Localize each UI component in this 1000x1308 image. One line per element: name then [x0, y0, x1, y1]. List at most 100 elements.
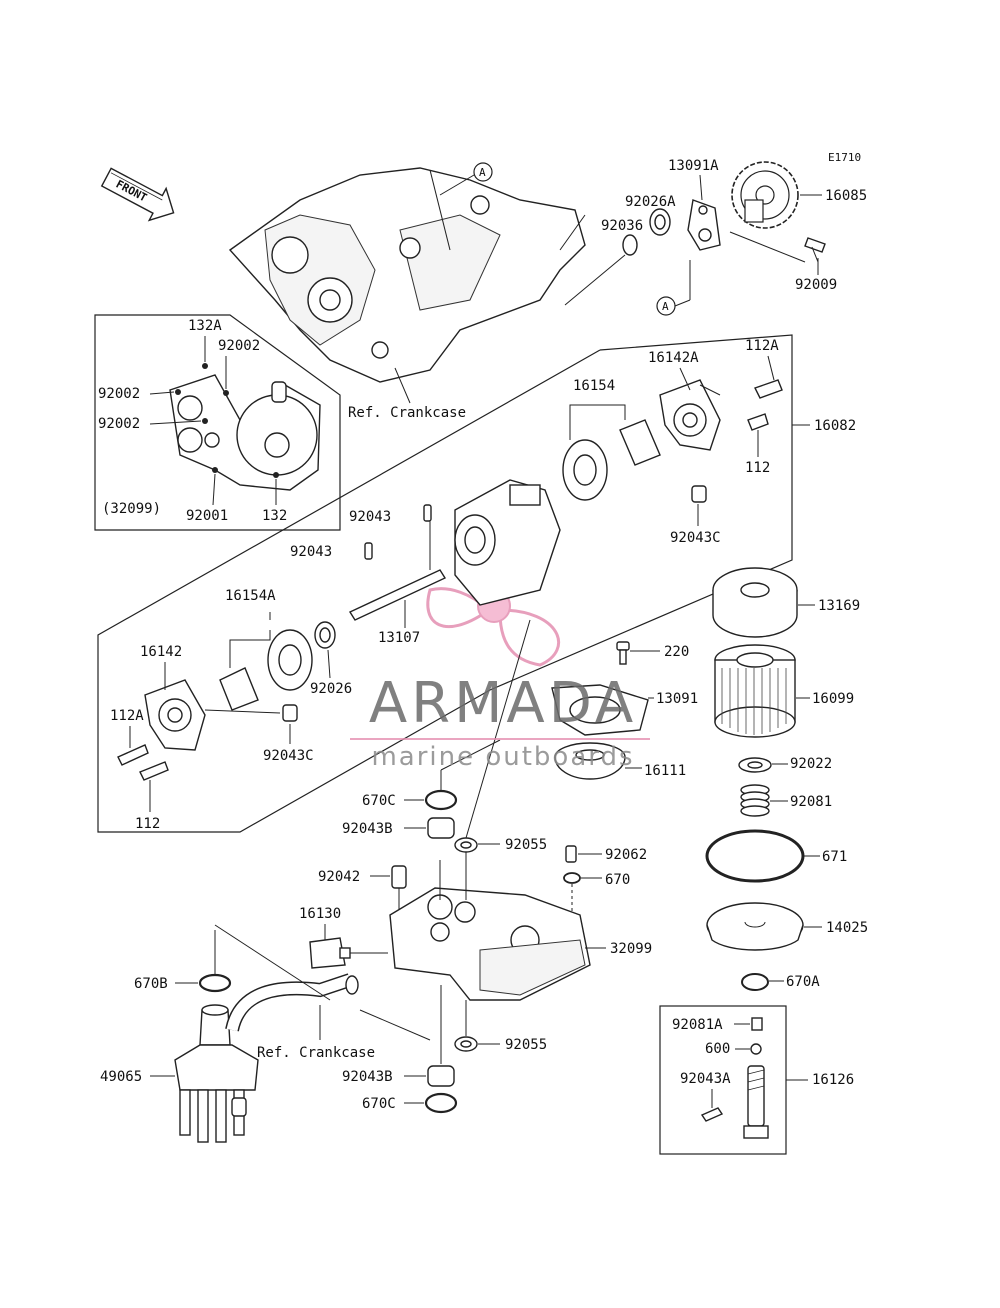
- part-label-112-left: 112: [135, 816, 160, 832]
- callout-a-top: A: [439, 162, 493, 196]
- rotor-16154a-drawing: [219, 629, 313, 711]
- part-label-92043B-top: 92043B: [342, 821, 393, 837]
- plate-13091a-drawing: [687, 199, 721, 251]
- cover-32099-inset-drawing: [169, 363, 321, 491]
- collar-92043b-bot-drawing: [427, 1065, 455, 1087]
- cover-14025-drawing: [706, 902, 804, 951]
- strainer-49065-drawing: [174, 1004, 259, 1143]
- o-ring-670c-top-drawing: [424, 789, 458, 811]
- pipe-drawing: [225, 973, 359, 1032]
- o-ring-670b-drawing: [198, 973, 232, 993]
- part-label-16142A: 16142A: [648, 350, 699, 366]
- part-label-13107: 13107: [378, 630, 420, 646]
- part-label-670C-bot: 670C: [362, 1096, 396, 1112]
- part-label-16082: 16082: [814, 418, 856, 434]
- part-label-92002-c: 92002: [98, 416, 140, 432]
- part-label-92022: 92022: [790, 756, 832, 772]
- part-label-112-top: 112: [745, 460, 770, 476]
- circlip-92036-drawing: [622, 234, 638, 256]
- washer-92026a-drawing: [649, 208, 671, 236]
- part-label-92002-a: 92002: [218, 338, 260, 354]
- part-label-670C-top: 670C: [362, 793, 396, 809]
- front-arrow-icon: FRONT: [100, 167, 175, 222]
- inset-assembly-label: (32099): [102, 501, 161, 517]
- part-label-49065: 49065: [100, 1069, 142, 1085]
- part-label-92026A: 92026A: [625, 194, 676, 210]
- part-label-132A: 132A: [188, 318, 222, 334]
- part-label-92036: 92036: [601, 218, 643, 234]
- part-label-13169: 13169: [818, 598, 860, 614]
- part-label-92043C-left: 92043C: [263, 748, 314, 764]
- inset-frame-32099: [94, 314, 341, 531]
- washer-92055-top-drawing: [454, 837, 478, 853]
- part-label-92026: 92026: [310, 681, 352, 697]
- diagram-code: E1710: [828, 151, 861, 164]
- callout-a-mid: A: [656, 296, 691, 316]
- part-label-92001: 92001: [186, 508, 228, 524]
- part-label-14025: 14025: [826, 920, 868, 936]
- part-label-92002-b: 92002: [98, 386, 140, 402]
- part-label-92081A: 92081A: [672, 1017, 723, 1033]
- rotor-16154-drawing: [562, 419, 661, 501]
- svg-text:A: A: [479, 166, 486, 179]
- bolt-220-drawing: [616, 641, 630, 665]
- part-label-92043A: 92043A: [680, 1071, 731, 1087]
- washer-92026-drawing: [314, 621, 336, 649]
- part-label-670: 670: [605, 872, 630, 888]
- part-label-92055-top: 92055: [505, 837, 547, 853]
- part-label-13091: 13091: [656, 691, 698, 707]
- filter-16099-pleats: [721, 668, 787, 735]
- part-label-16142: 16142: [140, 644, 182, 660]
- o-ring-670-drawing: [563, 872, 581, 884]
- part-label-13091A: 13091A: [668, 158, 719, 174]
- part-label-92081: 92081: [790, 794, 832, 810]
- watermark-tagline: marine outboards: [371, 742, 635, 772]
- plate-13091-drawing: [551, 684, 649, 736]
- part-label-92009: 92009: [795, 277, 837, 293]
- part-label-16126: 16126: [812, 1072, 854, 1088]
- collar-92042-drawing: [391, 865, 407, 889]
- crankcase-ref-drawing: [228, 167, 586, 383]
- washer-92055-bot-drawing: [454, 1036, 478, 1052]
- part-label-92042: 92042: [318, 869, 360, 885]
- pump-assembly-frame: [97, 334, 793, 833]
- part-label-32099: 32099: [610, 941, 652, 957]
- bolt-112a-top-drawing: [754, 379, 783, 399]
- pump-cover-16142-drawing: [144, 679, 206, 751]
- gear-16085-drawing: [731, 161, 799, 229]
- part-label-670B: 670B: [134, 976, 168, 992]
- part-label-92043B-bot: 92043B: [342, 1069, 393, 1085]
- part-label-220: 220: [664, 644, 689, 660]
- part-label-92043-b: 92043: [290, 544, 332, 560]
- part-label-16130: 16130: [299, 906, 341, 922]
- collar-92043c-top-drawing: [691, 485, 707, 503]
- part-label-600: 600: [705, 1041, 730, 1057]
- part-label-92043-a: 92043: [349, 509, 391, 525]
- filter-16099-drawing: [714, 644, 796, 738]
- spring-92081-drawing: [740, 784, 770, 817]
- pin-92043-b-drawing: [364, 542, 373, 560]
- ref-crankcase-label-bottom: Ref. Crankcase: [257, 1045, 375, 1061]
- part-label-112A-left: 112A: [110, 708, 144, 724]
- pump-body-drawing: [454, 479, 561, 606]
- o-ring-670a-drawing: [741, 973, 769, 991]
- cover-13169-drawing: [712, 567, 798, 638]
- part-label-16154: 16154: [573, 378, 615, 394]
- part-label-671: 671: [822, 849, 847, 865]
- part-label-670A: 670A: [786, 974, 820, 990]
- pin-92043-a-drawing: [423, 504, 432, 522]
- watermark-brand: ARMADA: [368, 671, 638, 736]
- watermark-rule: [350, 738, 650, 740]
- part-label-132: 132: [262, 508, 287, 524]
- bolt-92009-drawing: [804, 237, 826, 263]
- shaft-13107-drawing: [348, 520, 447, 621]
- bolt-112-left-drawing: [139, 761, 169, 781]
- collar-92043c-left-drawing: [282, 704, 298, 722]
- part-label-92062: 92062: [605, 847, 647, 863]
- part-label-92043C-top: 92043C: [670, 530, 721, 546]
- collar-92043b-top-drawing: [427, 817, 455, 839]
- part-label-16154A: 16154A: [225, 588, 276, 604]
- relief-valve-16126-drawing: [743, 1065, 769, 1139]
- part-label-112A-top: 112A: [745, 338, 779, 354]
